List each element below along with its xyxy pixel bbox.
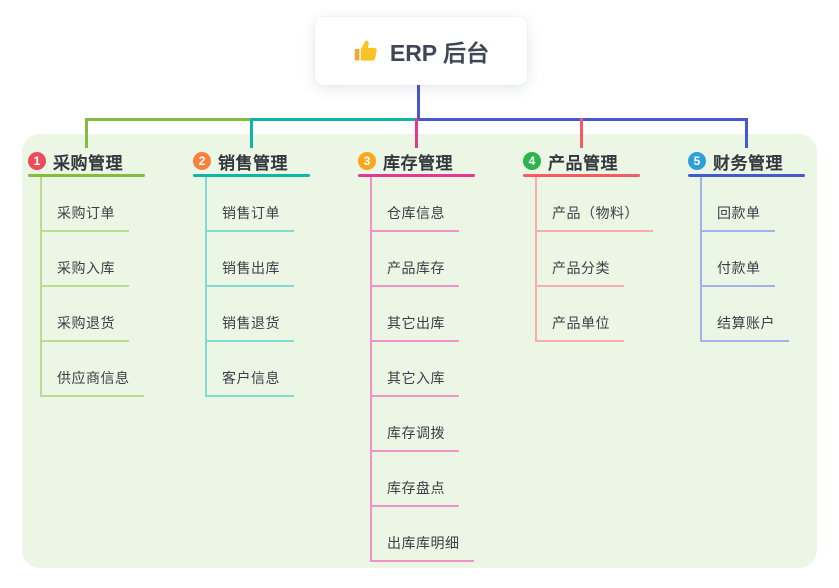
child-label: 结算账户 [700,313,789,342]
child-node[interactable]: 其它出库 [370,287,475,342]
child-node[interactable]: 供应商信息 [40,342,145,397]
child-label: 出库库明细 [370,533,474,562]
branch-title: 财务管理 [713,153,783,173]
branch-children: 采购订单 采购入库 采购退货 供应商信息 [40,177,145,397]
child-label: 采购订单 [40,203,129,232]
child-node[interactable]: 回款单 [700,177,805,232]
child-label: 产品库存 [370,258,459,287]
branch-underline [523,174,640,177]
branch-column-product: 4 产品管理 产品（物料） 产品分类 产品单位 [523,148,653,342]
connector-segment-sales [252,118,417,121]
child-label: 产品单位 [535,313,624,342]
child-node[interactable]: 采购订单 [40,177,145,232]
branch-trunk-line [700,177,702,342]
child-node[interactable]: 付款单 [700,232,805,287]
branch-column-inventory: 3 库存管理 仓库信息 产品库存 其它出库 其它入库 库存调拨 库存盘点 出库库… [358,148,475,562]
child-node[interactable]: 结算账户 [700,287,805,342]
branch-trunk-line [535,177,537,342]
branch-children: 仓库信息 产品库存 其它出库 其它入库 库存调拨 库存盘点 出库库明细 [370,177,475,562]
branch-title: 采购管理 [53,153,123,173]
branch-children: 回款单 付款单 结算账户 [700,177,805,342]
child-node[interactable]: 采购退货 [40,287,145,342]
branch-title: 产品管理 [548,153,618,173]
connector-drop-purchase [85,118,88,148]
child-label: 供应商信息 [40,368,144,397]
child-label: 销售退货 [205,313,294,342]
branch-number-badge: 4 [523,152,541,170]
child-label: 销售订单 [205,203,294,232]
child-label: 库存盘点 [370,478,459,507]
branch-children: 产品（物料） 产品分类 产品单位 [535,177,653,342]
mindmap-canvas [22,134,817,568]
child-label: 其它出库 [370,313,459,342]
branch-column-finance: 5 财务管理 回款单 付款单 结算账户 [688,148,805,342]
child-label: 库存调拨 [370,423,459,452]
branch-underline [193,174,310,177]
branch-number-badge: 5 [688,152,706,170]
branch-underline [28,174,145,177]
branch-node-purchase[interactable]: 1 采购管理 [28,148,145,174]
branch-title: 销售管理 [218,153,288,173]
branch-trunk-line [370,177,372,562]
root-title: ERP 后台 [389,40,490,66]
child-node[interactable]: 销售订单 [205,177,310,232]
connector-drop-finance [745,118,748,148]
branch-underline [358,174,475,177]
child-label: 产品（物料） [535,203,653,232]
connector-drop-product [580,118,583,148]
child-node[interactable]: 客户信息 [205,342,310,397]
child-label: 销售出库 [205,258,294,287]
child-label: 产品分类 [535,258,624,287]
branch-number-badge: 1 [28,152,46,170]
child-label: 采购入库 [40,258,129,287]
child-node[interactable]: 销售出库 [205,232,310,287]
branch-underline [688,174,805,177]
branch-number-badge: 3 [358,152,376,170]
branch-node-sales[interactable]: 2 销售管理 [193,148,310,174]
child-label: 采购退货 [40,313,129,342]
child-label: 其它入库 [370,368,459,397]
connector-drop-sales [250,118,253,148]
branch-column-purchase: 1 采购管理 采购订单 采购入库 采购退货 供应商信息 [28,148,145,397]
branch-trunk-line [40,177,42,397]
connector-drop-inventory [415,118,418,148]
branch-node-finance[interactable]: 5 财务管理 [688,148,805,174]
child-node[interactable]: 产品单位 [535,287,640,342]
child-label: 仓库信息 [370,203,459,232]
child-node[interactable]: 产品库存 [370,232,475,287]
child-node[interactable]: 仓库信息 [370,177,475,232]
child-node[interactable]: 出库库明细 [370,507,475,562]
connector-root-line [417,84,420,121]
child-label: 客户信息 [205,368,294,397]
child-node[interactable]: 产品分类 [535,232,640,287]
branch-number-badge: 2 [193,152,211,170]
branch-node-product[interactable]: 4 产品管理 [523,148,640,174]
branch-children: 销售订单 销售出库 销售退货 客户信息 [205,177,310,397]
child-label: 付款单 [700,258,775,287]
branch-column-sales: 2 销售管理 销售订单 销售出库 销售退货 客户信息 [193,148,310,397]
thumbs-up-icon [353,38,379,64]
child-node[interactable]: 采购入库 [40,232,145,287]
child-node[interactable]: 库存盘点 [370,452,475,507]
branch-node-inventory[interactable]: 3 库存管理 [358,148,475,174]
child-node[interactable]: 产品（物料） [535,177,653,232]
child-node[interactable]: 销售退货 [205,287,310,342]
connector-segment-purchase [85,118,252,121]
branch-trunk-line [205,177,207,397]
child-node[interactable]: 库存调拨 [370,397,475,452]
child-label: 回款单 [700,203,775,232]
root-node[interactable]: ERP 后台 [315,17,527,85]
child-node[interactable]: 其它入库 [370,342,475,397]
branch-title: 库存管理 [383,153,453,173]
